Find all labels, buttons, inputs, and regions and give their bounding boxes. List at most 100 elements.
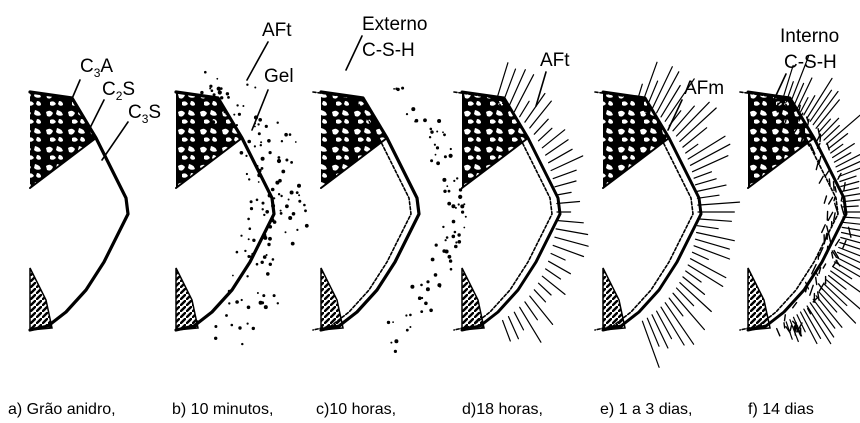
hydrate-particle [254,87,256,89]
hydrate-particle [297,184,301,188]
hydrate-particle [295,141,297,143]
hydrate-needle [698,202,740,205]
panel-b-ten-minutes [176,71,309,345]
hydrate-particle [429,136,431,138]
hydrate-particle [449,154,453,158]
hydrate-needle [557,202,580,204]
hydrate-particle [414,121,416,123]
hydrate-particle [258,118,262,122]
hydrate-particle [248,238,250,240]
hydrate-needle [642,321,659,367]
caption-a: a) Grão anidro, [8,401,116,418]
internal-csh-mark [790,326,791,331]
hydrate-needle [810,303,834,337]
hydrate-particle [238,326,241,329]
hydrate-particle [256,165,258,167]
hydrate-particle [236,124,238,126]
hydrate-particle [266,225,268,227]
hydrate-particle [211,89,214,92]
hydrate-particle [436,161,440,165]
hydrate-needle [841,182,859,187]
hydrate-particle [267,243,270,246]
caption-c: c)10 horas, [316,401,396,418]
label-c3a: C3A [80,56,113,80]
hydrate-particle [266,254,268,256]
hydrate-particle [271,188,275,192]
hydrate-needle [683,277,705,295]
hydrate-needle [829,276,846,290]
hydrate-particle [280,212,283,215]
hydrate-needle [673,106,694,131]
hydrate-particle [406,113,408,115]
caption-d: d)18 horas, [462,401,543,418]
internal-csh-mark [827,246,828,253]
hydrate-particle [430,128,433,131]
hydrate-particle [273,197,275,199]
label-interno: Interno [780,26,839,47]
lower-phase-region [603,268,625,330]
internal-csh-mark [836,240,840,246]
panel-a-grain-anhydrous [30,92,128,330]
hydrate-particle [261,157,265,161]
hydrate-particle [446,236,449,239]
hydrate-particle [447,202,451,206]
hydrate-particle [436,146,439,149]
hydrate-particle [196,320,199,323]
hydrate-particle [390,342,392,344]
hydrate-particle [250,255,253,258]
hydrate-needle [834,262,860,285]
hydrate-needle [556,192,571,195]
hydrate-needle [697,233,735,241]
hydrate-particle [232,275,234,277]
hydrate-particle [392,321,394,323]
hydrate-needle [530,296,553,324]
hydrate-particle [228,290,231,293]
panel-f-fourteen-days [740,57,860,344]
hydrate-needle [807,306,831,344]
hydrate-needle [677,288,694,306]
hydrate-needle [836,257,860,276]
hydrate-particle [220,96,223,99]
hydrate-particle [461,211,464,214]
hydrate-needle [669,298,683,316]
hydrate-particle [426,280,429,283]
hydrate-needle [696,179,717,185]
hydrate-particle [443,190,446,193]
hydrate-needle [514,312,523,330]
hydrate-particle [303,204,306,207]
hydrate-needle [652,315,668,348]
hydrate-particle [258,132,261,135]
hydrate-particle [214,337,217,340]
hydrate-particle [256,263,259,266]
hydrate-particle [409,314,412,317]
hydrate-needle [546,269,561,279]
hydrate-particle [257,292,259,294]
hydrate-particle [236,251,239,254]
hydrate-particle [204,71,207,74]
hydrate-particle [241,343,243,345]
hydrate-particle [396,88,399,91]
hydrate-particle [246,275,248,277]
hydrate-particle [247,323,249,325]
hydrate-particle [263,234,267,238]
hydrate-particle [209,85,212,88]
hydrate-particle [292,212,296,216]
label-c-s-h-externo: C-S-H [362,40,415,61]
hydrate-particle [260,141,262,143]
hydrate-particle [249,227,252,230]
hydrate-particle [406,329,409,332]
leader-c3s [102,122,128,160]
hydrate-particle [431,258,435,262]
clinker-phase-region [603,92,669,188]
hydrate-needle [826,280,860,312]
hydrate-particle [411,107,415,111]
label-c3s: C3S [128,102,161,126]
internal-csh-mark [777,103,778,112]
hydrate-needle [833,144,855,158]
hydrate-particle [442,226,444,228]
caption-b: b) 10 minutos, [172,401,273,418]
hydrate-particle [296,191,299,194]
hydrate-needle [673,293,704,329]
hydrate-needle [539,283,552,295]
